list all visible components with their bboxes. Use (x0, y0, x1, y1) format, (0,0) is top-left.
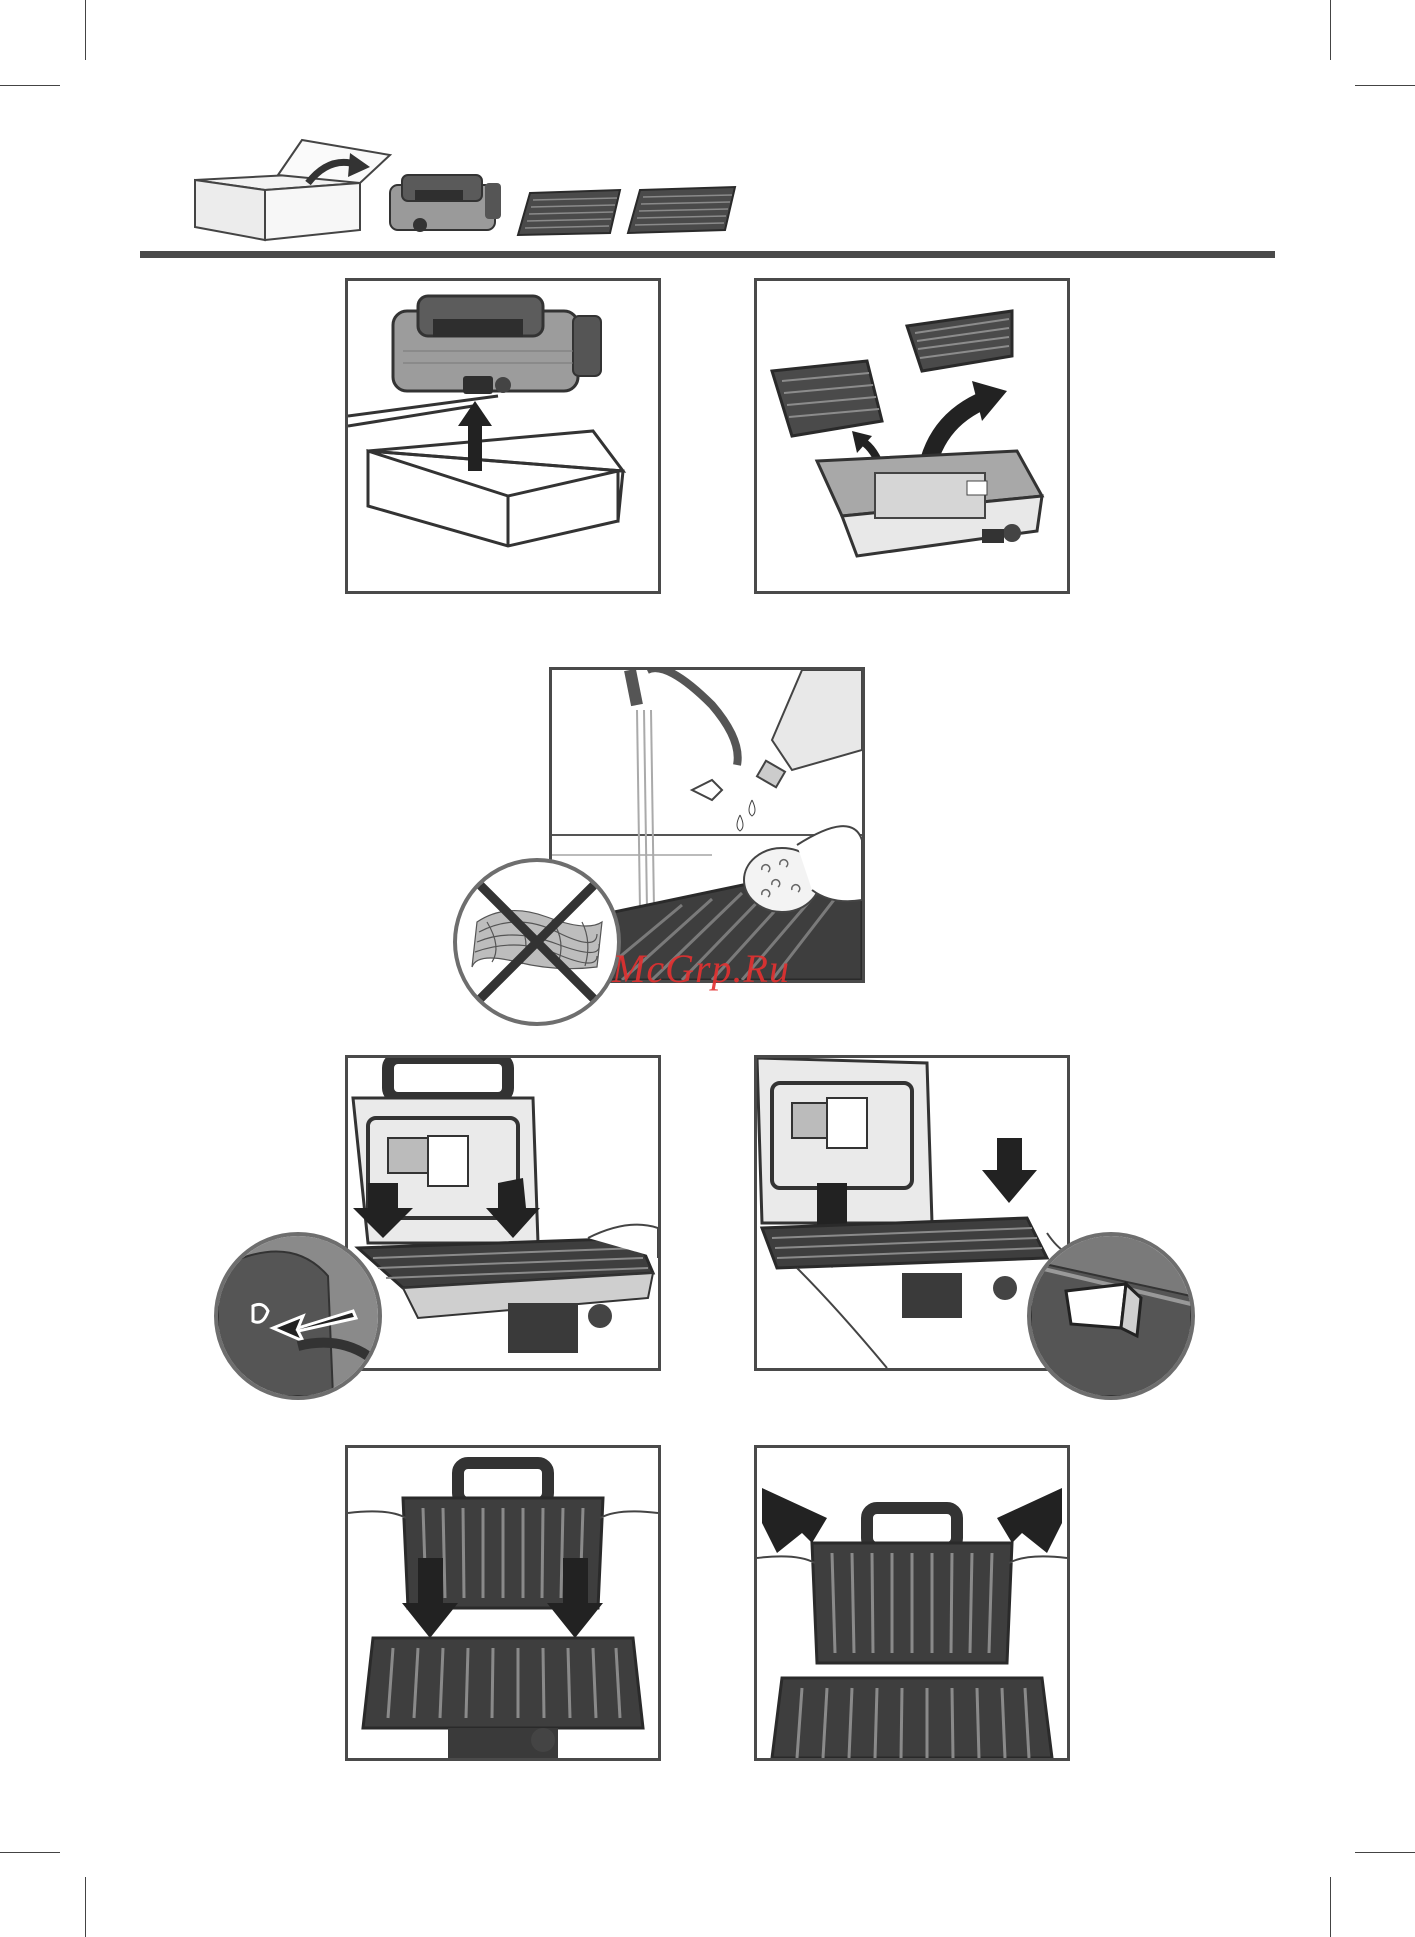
crop-mark (1330, 0, 1331, 60)
clip-release-inset (214, 1232, 382, 1400)
plate-slot-inset (1027, 1232, 1195, 1400)
figure-lift-grill (345, 278, 661, 594)
crop-mark (0, 1852, 60, 1853)
crop-mark (0, 85, 60, 86)
figure-fit-upper-plate (345, 1445, 661, 1761)
unpacking-illustration (190, 135, 750, 245)
figure-release-clip (345, 1055, 661, 1371)
figure-insert-plate (754, 1055, 1070, 1371)
no-steel-wool-icon (453, 858, 621, 1026)
crop-mark (1355, 85, 1415, 86)
header-rule (140, 251, 1275, 258)
crop-mark (85, 1877, 86, 1937)
crop-mark (1355, 1852, 1415, 1853)
crop-mark (85, 0, 86, 60)
crop-mark (1330, 1877, 1331, 1937)
figure-remove-plates (754, 278, 1070, 594)
watermark-text: McGrp.Ru (612, 945, 790, 992)
figure-lock-upper-plate (754, 1445, 1070, 1761)
